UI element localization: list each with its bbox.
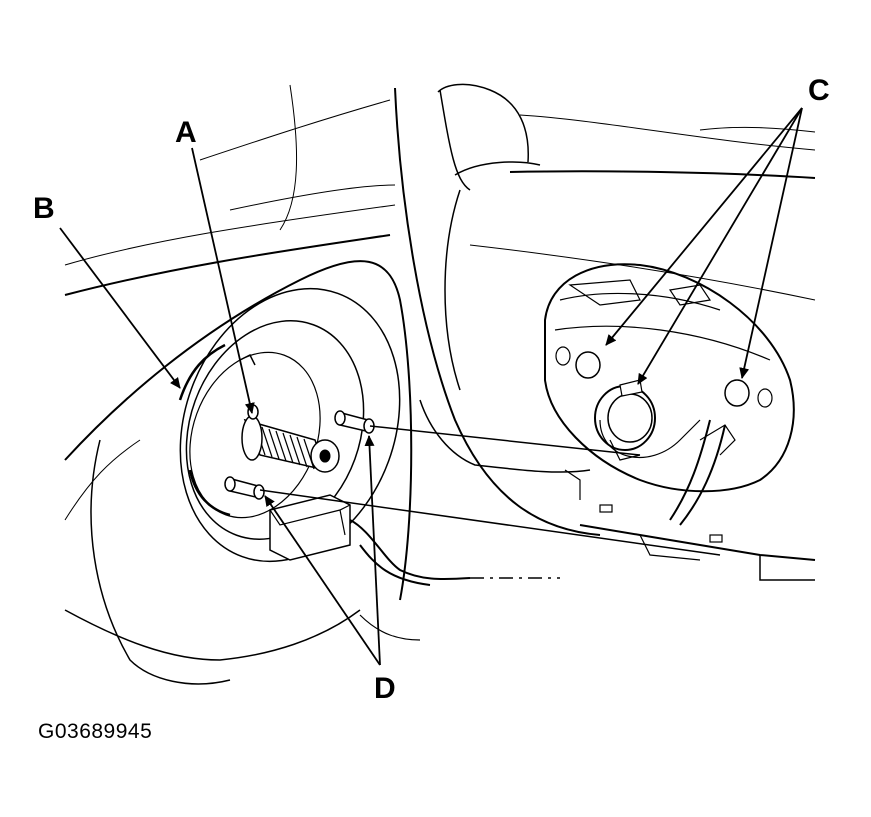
steering-shaft xyxy=(241,415,340,473)
leader-line-d1 xyxy=(264,495,381,666)
figure-id: G03689945 xyxy=(38,720,153,743)
leader-lines xyxy=(59,107,803,666)
airbag-module xyxy=(544,263,795,526)
callout-b: B xyxy=(33,192,55,225)
leader-line-b xyxy=(59,227,181,389)
leader-line-d2 xyxy=(364,435,381,666)
guide-pins xyxy=(224,404,375,500)
leader-line-a xyxy=(191,147,255,414)
alignment-lines xyxy=(259,425,721,556)
callout-a: A xyxy=(175,116,197,149)
callout-d: D xyxy=(374,672,396,705)
leader-line-c2 xyxy=(637,107,803,385)
dashboard-outline xyxy=(64,83,816,685)
leader-line-c3 xyxy=(739,107,803,379)
callout-c: C xyxy=(808,74,830,107)
leader-line-c1 xyxy=(605,107,803,346)
